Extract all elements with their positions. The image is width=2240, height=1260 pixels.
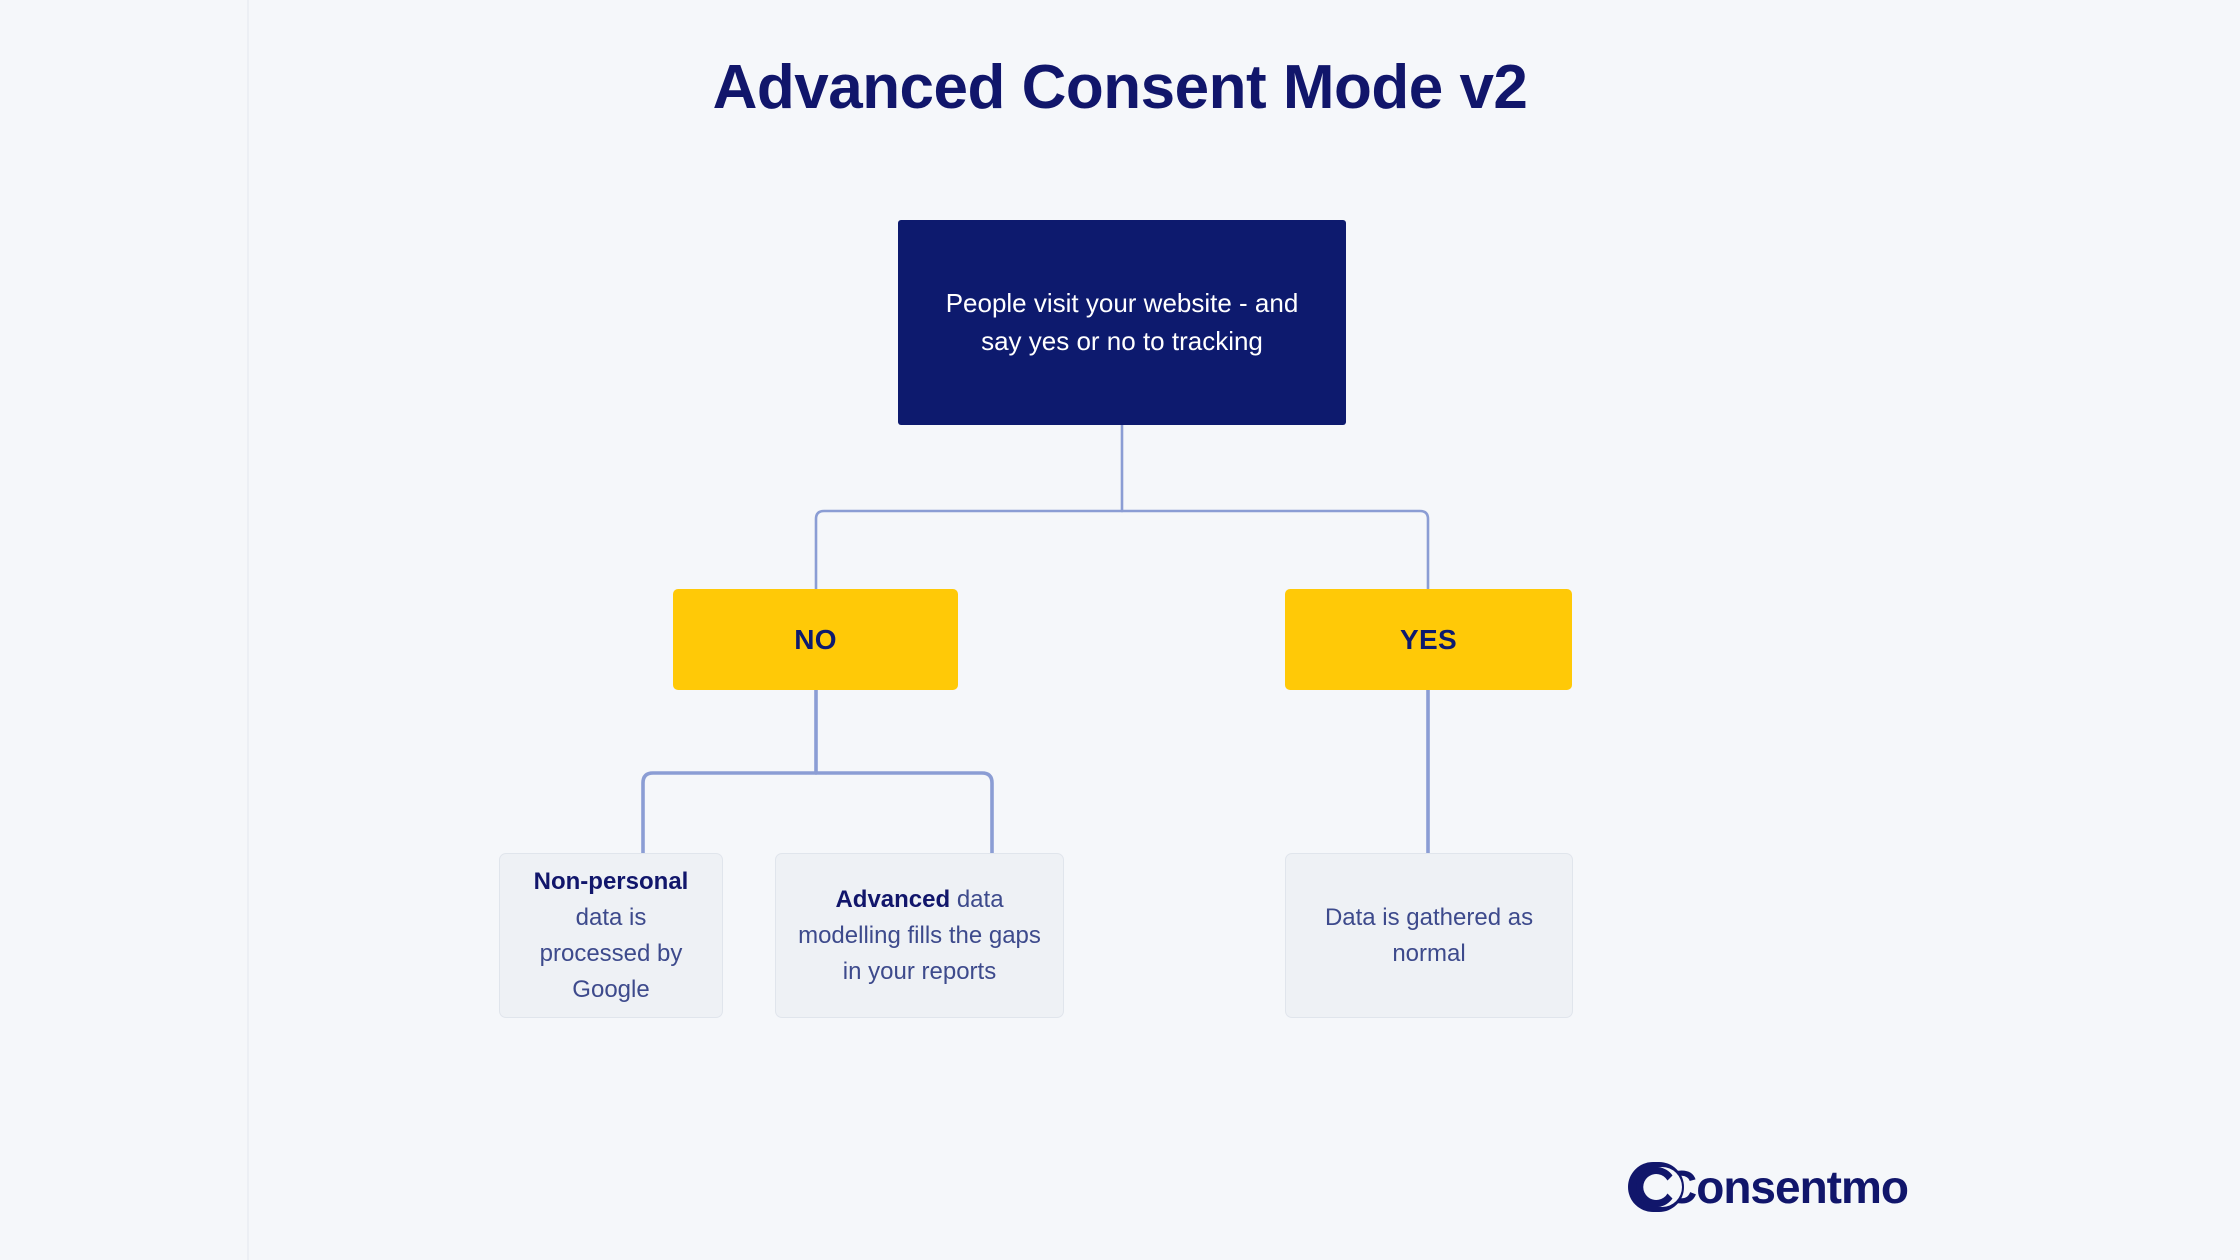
node-outcome-advanced-modelling: Advanced data modelling fills the gaps i…: [775, 853, 1064, 1018]
node-root-visit-website: People visit your website - and say yes …: [898, 220, 1346, 425]
node-outcome-non-personal: Non-personal data is processed by Google: [499, 853, 723, 1018]
consentmo-c-icon: [1628, 1162, 1690, 1212]
node-outcome-advanced-modelling-rest: data modelling fills the gaps in your re…: [798, 885, 1041, 985]
node-outcome-non-personal-lead: Non-personal: [533, 867, 689, 895]
consentmo-wordmark: Consentmo: [1664, 1161, 1909, 1213]
node-decision-yes-label: YES: [1400, 623, 1457, 655]
node-outcome-advanced-modelling-text: Advanced data modelling fills the gaps i…: [798, 882, 1041, 990]
page-title: Advanced Consent Mode v2: [712, 53, 1528, 122]
edge-no-to-outcomes: [641, 771, 994, 855]
node-decision-no: NO: [673, 589, 958, 690]
consentmo-logo: Consentmo: [1628, 1158, 1909, 1216]
edge-root-to-decisions: [814, 509, 1430, 591]
node-outcome-normal-gathering-text: Data is gathered as normal: [1324, 903, 1534, 967]
panel-divider: [247, 0, 249, 1260]
node-outcome-non-personal-text: Non-personal data is processed by Google: [522, 864, 700, 1008]
node-outcome-non-personal-rest: data is processed by Google: [539, 903, 683, 1003]
node-decision-yes: YES: [1285, 589, 1572, 690]
node-outcome-normal-gathering: Data is gathered as normal: [1285, 853, 1573, 1018]
node-outcome-advanced-modelling-lead: Advanced: [835, 885, 951, 913]
node-decision-no-label: NO: [794, 623, 837, 655]
node-root-label: People visit your website - and say yes …: [945, 287, 1299, 356]
